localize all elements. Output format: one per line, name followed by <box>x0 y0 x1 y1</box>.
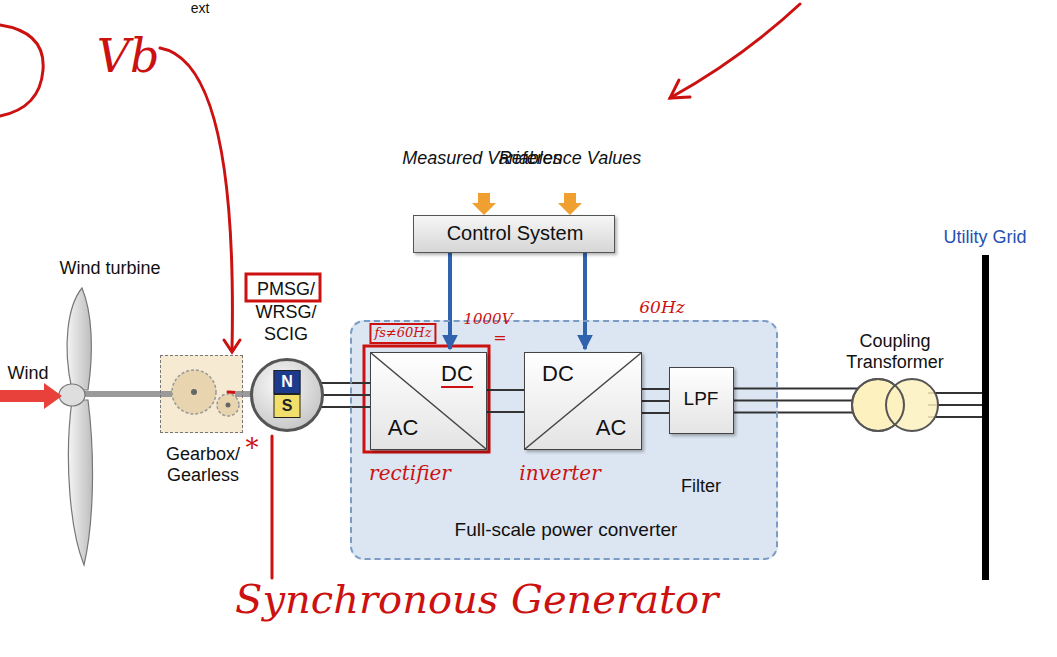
annotation-arrowhead <box>224 340 240 352</box>
diagonal-line <box>371 353 486 449</box>
annotation-leader <box>271 436 274 578</box>
annotation-arrow <box>670 4 800 98</box>
north-pole: N <box>274 370 301 394</box>
ac-label: AC <box>596 415 627 440</box>
annotation-circle <box>0 25 43 116</box>
annotations <box>0 4 800 578</box>
gearbox-ground <box>160 355 243 433</box>
converter-caption: Full-scale power converter <box>455 519 678 541</box>
filter-label: Filter <box>681 476 721 497</box>
annotation-arrow <box>160 48 232 350</box>
box-label: Control System <box>447 222 584 245</box>
turbine-blade <box>68 400 92 565</box>
wind-arrow <box>0 383 62 409</box>
winding-circle <box>852 379 904 431</box>
input-label: Reference Values <box>499 148 641 169</box>
turbine-label: Wind turbine <box>59 258 160 279</box>
three-phase-lines <box>722 389 862 413</box>
turbine-shaft <box>78 391 172 397</box>
inverter-box: DC AC <box>524 352 642 450</box>
converter-band: DCACDCACLPFFilterFull-scale power conver… <box>350 320 778 560</box>
turbine-blade <box>67 288 91 390</box>
input-arrow <box>558 193 582 215</box>
handwritten-note: fs≠60Hz <box>369 323 436 344</box>
dc-label: DC <box>441 361 473 388</box>
wind-label: Wind <box>7 363 48 384</box>
coupling-transformer: Coupling Transformer <box>850 377 940 433</box>
large-gear <box>172 370 216 414</box>
winding-circle <box>886 379 938 431</box>
control-system-box: Control System <box>413 215 615 253</box>
transformer-symbol <box>850 377 940 433</box>
annotation-arrowhead <box>670 80 690 98</box>
control-arrow <box>448 253 452 349</box>
dc-label: DC <box>542 361 574 386</box>
input-arrow <box>472 193 496 215</box>
handwritten-note: 1000V <box>463 311 512 328</box>
turbine-hub <box>59 384 85 406</box>
gear-axle <box>191 389 197 395</box>
handwritten-note: rectifier <box>369 462 451 485</box>
rectifier-box: DC AC <box>370 352 487 450</box>
lpf-label: LPF <box>684 388 719 410</box>
handwritten-note: Vb <box>97 30 160 83</box>
handwritten-note: 60Hz <box>639 298 684 318</box>
gearbox-label: Gearbox/ Gearless <box>166 444 240 485</box>
handwritten-note: Synchronous Generator <box>235 576 718 622</box>
grid-label: Utility Grid <box>943 227 1026 248</box>
gearbox-box: Gearbox/ Gearless <box>160 355 243 433</box>
diagonal-line <box>525 353 641 449</box>
handwritten-note: inverter <box>519 462 600 485</box>
filter-box: LPFFilter <box>669 367 734 434</box>
south-pole: S <box>274 394 301 418</box>
transformer-label: Coupling Transformer <box>846 331 943 372</box>
gear-axle <box>226 403 231 408</box>
generator-type-label: PMSG/ WRSG/ SCIG <box>256 278 317 346</box>
control-arrow <box>583 253 587 349</box>
small-gear <box>217 394 239 416</box>
ac-label: AC <box>388 415 419 440</box>
utility-grid-bus: Utility Grid <box>982 255 989 580</box>
generator-circle: PMSG/ WRSG/ SCIGNS <box>250 358 324 432</box>
converter-ground <box>350 320 778 560</box>
handwritten-symbol: * <box>246 434 259 464</box>
annotation-box <box>364 346 489 452</box>
handwritten-symbol: = <box>493 329 506 347</box>
cut-off-text: ext <box>191 0 210 16</box>
